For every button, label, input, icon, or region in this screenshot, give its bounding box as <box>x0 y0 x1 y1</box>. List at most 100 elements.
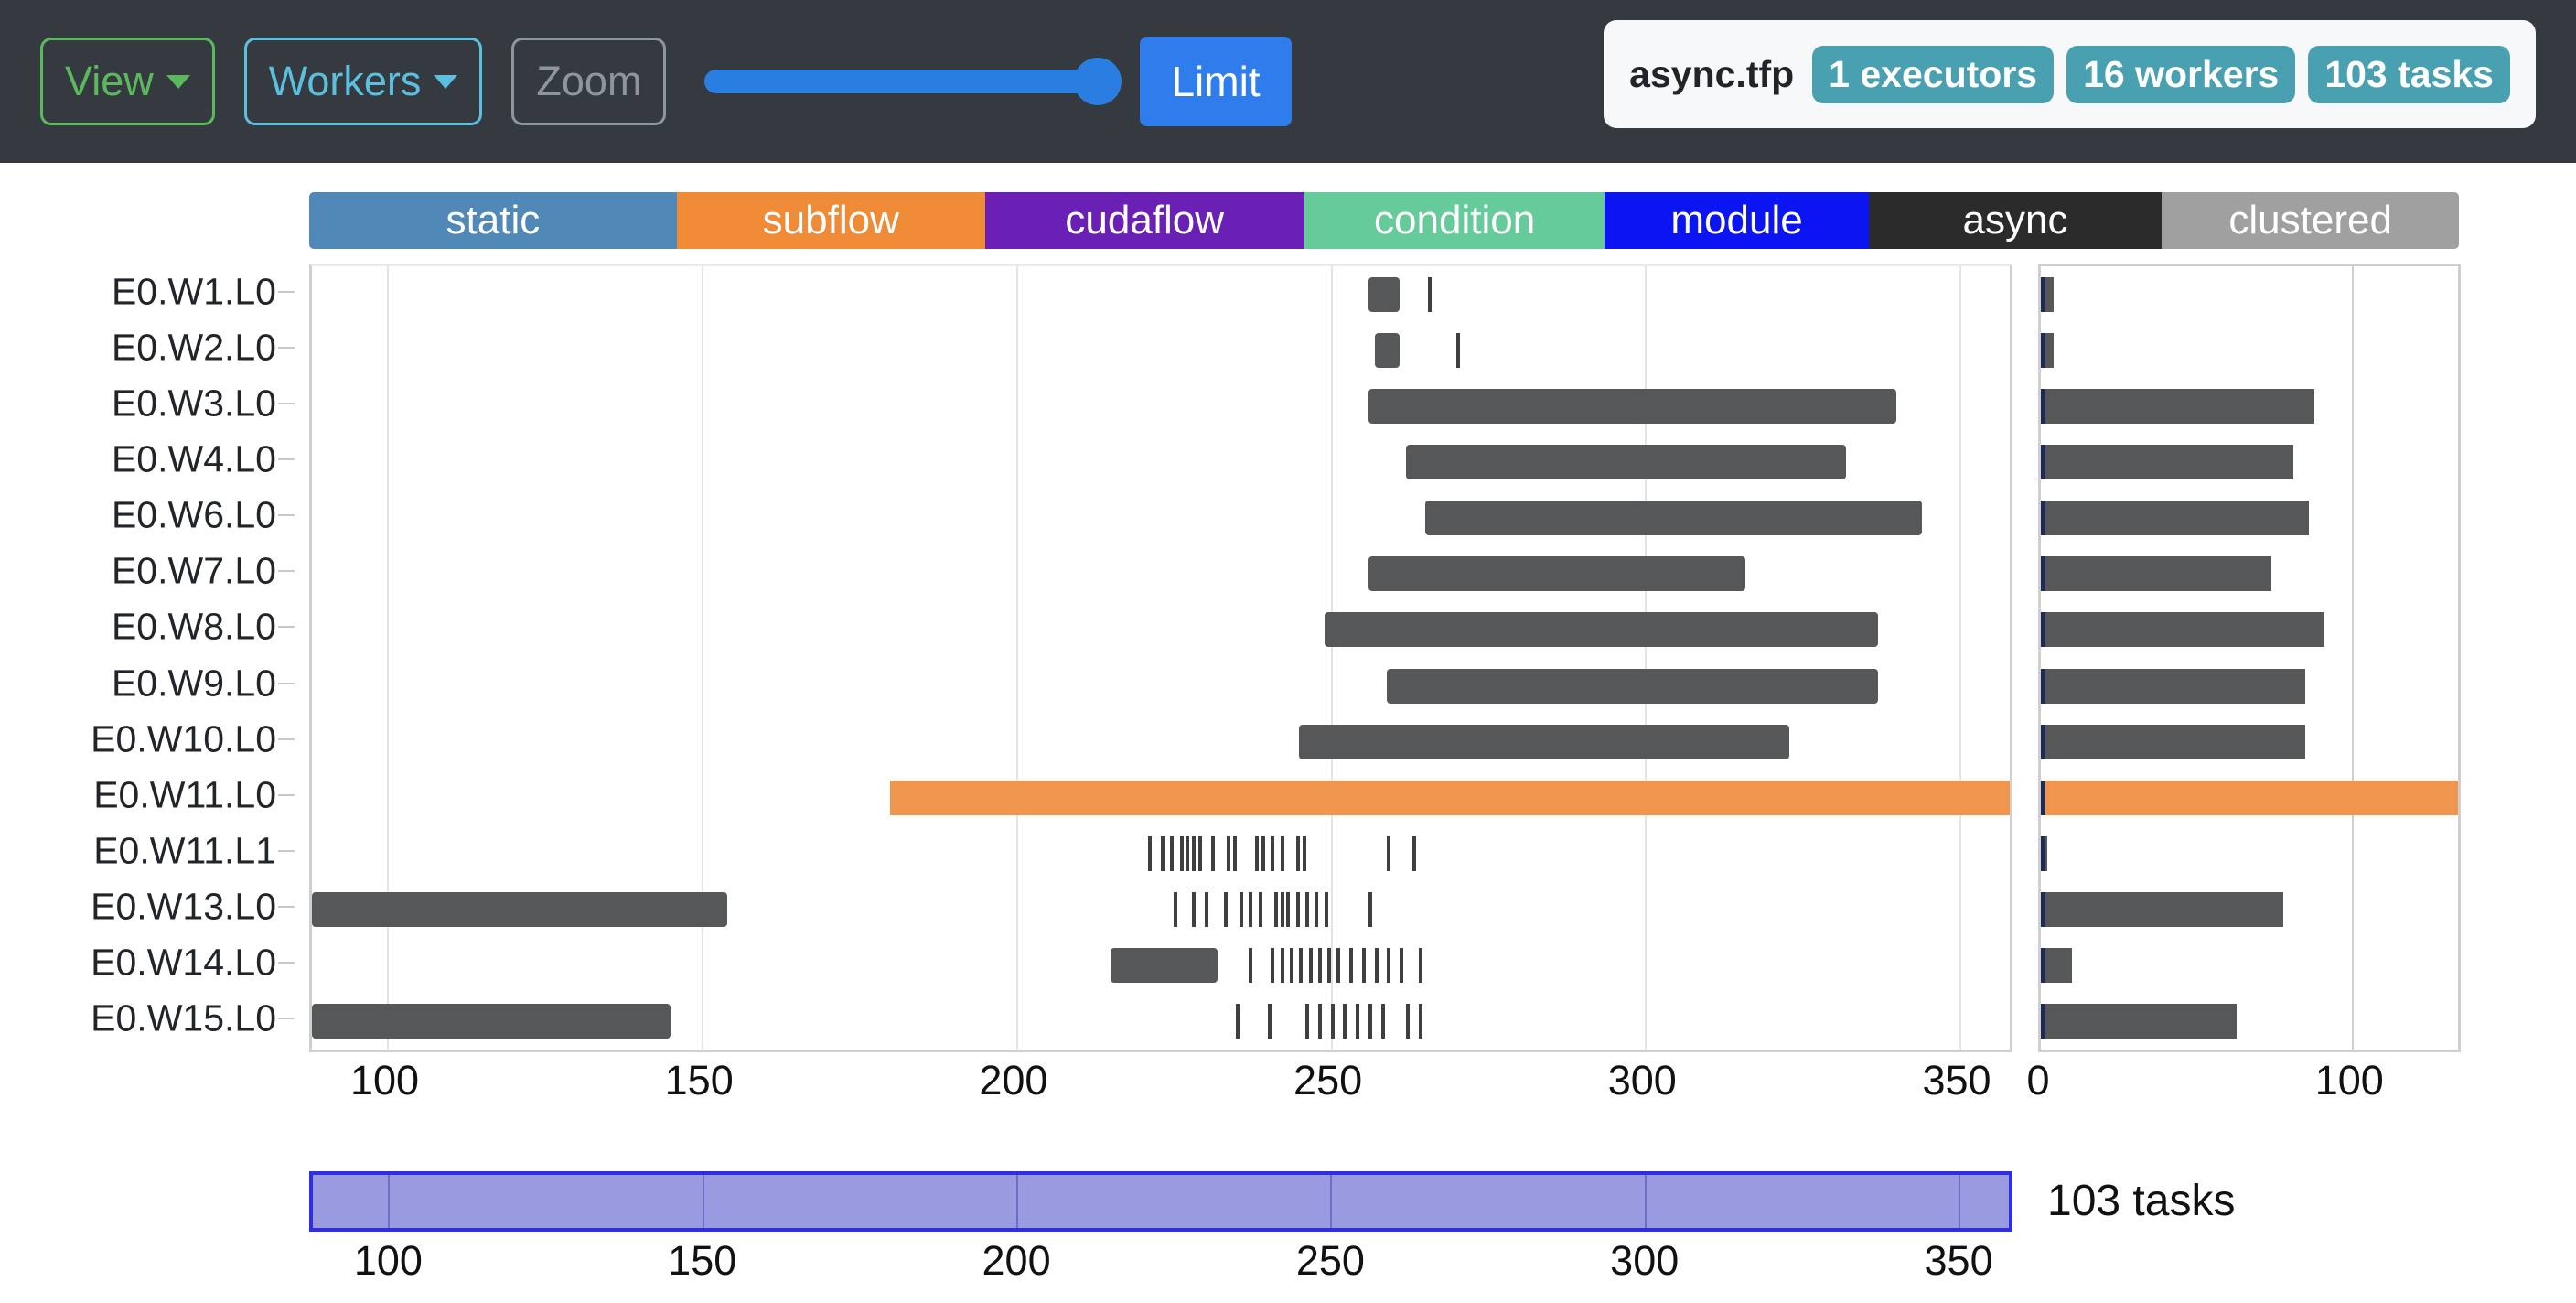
gantt-task-tick[interactable] <box>1148 836 1153 871</box>
summary-bar[interactable] <box>2041 556 2271 592</box>
gantt-task-tick[interactable] <box>1361 948 1366 984</box>
gantt-task-tick[interactable] <box>1261 836 1265 871</box>
gantt-task-tick[interactable] <box>1317 948 1322 984</box>
gantt-task-bar[interactable] <box>1368 276 1401 312</box>
summary-bar[interactable] <box>2041 948 2073 984</box>
summary-bar[interactable] <box>2041 724 2306 759</box>
gantt-task-tick[interactable] <box>1249 892 1253 928</box>
summary-bar[interactable] <box>2041 780 2458 815</box>
gantt-task-tick[interactable] <box>1210 836 1215 871</box>
gantt-task-bar[interactable] <box>1406 445 1847 479</box>
gantt-task-tick[interactable] <box>1179 836 1184 871</box>
gantt-task-tick[interactable] <box>1161 836 1165 871</box>
gantt-task-bar[interactable] <box>1368 556 1746 592</box>
gantt-task-tick[interactable] <box>1387 948 1391 984</box>
gantt-task-tick[interactable] <box>1400 948 1404 984</box>
gantt-task-tick[interactable] <box>1336 948 1341 984</box>
gantt-task-tick[interactable] <box>1239 892 1243 928</box>
gantt-task-bar[interactable] <box>312 892 727 928</box>
gantt-task-tick[interactable] <box>1249 948 1253 984</box>
summary-bar[interactable] <box>2041 892 2284 928</box>
gantt-chart-plot[interactable] <box>309 264 2012 1052</box>
legend-item-condition[interactable]: condition <box>1304 192 1605 249</box>
gantt-task-tick[interactable] <box>1192 836 1197 871</box>
gantt-task-tick[interactable] <box>1324 892 1328 928</box>
gantt-task-tick[interactable] <box>1280 892 1284 928</box>
gantt-task-tick[interactable] <box>1418 1004 1422 1039</box>
gantt-task-tick[interactable] <box>1286 892 1291 928</box>
gantt-task-bar[interactable] <box>1424 501 1922 536</box>
summary-bar[interactable] <box>2041 612 2324 648</box>
gantt-task-tick[interactable] <box>1406 1004 1411 1039</box>
workers-dropdown-button[interactable]: Workers <box>243 38 483 125</box>
summary-bar[interactable] <box>2041 445 2293 479</box>
gantt-task-bar[interactable] <box>1324 612 1878 648</box>
legend-item-static[interactable]: static <box>309 192 677 249</box>
gantt-task-tick[interactable] <box>1267 1004 1272 1039</box>
gantt-task-tick[interactable] <box>1186 836 1190 871</box>
gantt-task-tick[interactable] <box>1356 1004 1360 1039</box>
legend-item-clustered[interactable]: clustered <box>2162 192 2459 249</box>
gantt-task-tick[interactable] <box>1305 1004 1310 1039</box>
gantt-task-tick[interactable] <box>1330 1004 1335 1039</box>
gantt-task-tick[interactable] <box>1456 332 1461 368</box>
gantt-task-bar[interactable] <box>1387 668 1878 704</box>
gantt-task-tick[interactable] <box>1308 948 1313 984</box>
gantt-task-tick[interactable] <box>1192 892 1197 928</box>
gantt-task-tick[interactable] <box>1289 948 1293 984</box>
summary-bar[interactable] <box>2041 668 2306 704</box>
gantt-task-tick[interactable] <box>1380 1004 1385 1039</box>
gantt-task-tick[interactable] <box>1236 1004 1240 1039</box>
gantt-task-tick[interactable] <box>1295 836 1300 871</box>
gantt-task-tick[interactable] <box>1170 836 1175 871</box>
gantt-task-bar[interactable] <box>1374 332 1401 368</box>
gantt-task-tick[interactable] <box>1317 1004 1322 1039</box>
slider-thumb[interactable] <box>1074 58 1122 105</box>
gantt-task-tick[interactable] <box>1327 948 1332 984</box>
summary-bar-chart-plot[interactable] <box>2038 264 2461 1052</box>
summary-bar[interactable] <box>2041 1004 2238 1039</box>
gantt-task-tick[interactable] <box>1418 948 1422 984</box>
gantt-task-bar[interactable] <box>312 1004 671 1039</box>
slider-track[interactable] <box>704 70 1108 93</box>
gantt-task-tick[interactable] <box>1173 892 1177 928</box>
gantt-task-tick[interactable] <box>1302 836 1306 871</box>
gantt-task-tick[interactable] <box>1295 892 1300 928</box>
gantt-task-tick[interactable] <box>1411 836 1416 871</box>
gantt-task-tick[interactable] <box>1271 836 1275 871</box>
gantt-task-tick[interactable] <box>1374 948 1379 984</box>
gantt-task-bar[interactable] <box>1111 948 1218 984</box>
gantt-task-bar[interactable] <box>890 780 2010 815</box>
gantt-task-tick[interactable] <box>1205 892 1209 928</box>
legend-item-async[interactable]: async <box>1868 192 2163 249</box>
limit-button[interactable]: Limit <box>1140 37 1292 126</box>
view-dropdown-button[interactable]: View <box>40 38 215 125</box>
legend-item-cudaflow[interactable]: cudaflow <box>984 192 1304 249</box>
gantt-task-tick[interactable] <box>1280 836 1284 871</box>
gantt-task-tick[interactable] <box>1255 836 1260 871</box>
gantt-task-tick[interactable] <box>1368 1004 1372 1039</box>
legend-item-subflow[interactable]: subflow <box>676 192 985 249</box>
gantt-task-tick[interactable] <box>1428 276 1433 312</box>
time-range-brush[interactable] <box>309 1171 2012 1232</box>
gantt-task-tick[interactable] <box>1305 892 1310 928</box>
gantt-task-tick[interactable] <box>1198 836 1203 871</box>
gantt-task-tick[interactable] <box>1349 948 1354 984</box>
legend-item-module[interactable]: module <box>1605 192 1869 249</box>
gantt-task-tick[interactable] <box>1258 892 1262 928</box>
gantt-task-bar[interactable] <box>1368 388 1897 424</box>
gantt-task-tick[interactable] <box>1368 892 1372 928</box>
gantt-task-bar[interactable] <box>1299 724 1790 759</box>
gantt-task-tick[interactable] <box>1271 948 1275 984</box>
gantt-task-tick[interactable] <box>1273 892 1278 928</box>
gantt-task-tick[interactable] <box>1387 836 1391 871</box>
gantt-task-tick[interactable] <box>1343 1004 1347 1039</box>
gantt-task-tick[interactable] <box>1299 948 1304 984</box>
summary-bar[interactable] <box>2041 388 2315 424</box>
gantt-task-tick[interactable] <box>1233 836 1238 871</box>
limit-slider[interactable] <box>704 38 1122 125</box>
gantt-task-tick[interactable] <box>1315 892 1319 928</box>
gantt-task-tick[interactable] <box>1227 836 1231 871</box>
gantt-task-tick[interactable] <box>1223 892 1228 928</box>
summary-bar[interactable] <box>2041 501 2309 536</box>
